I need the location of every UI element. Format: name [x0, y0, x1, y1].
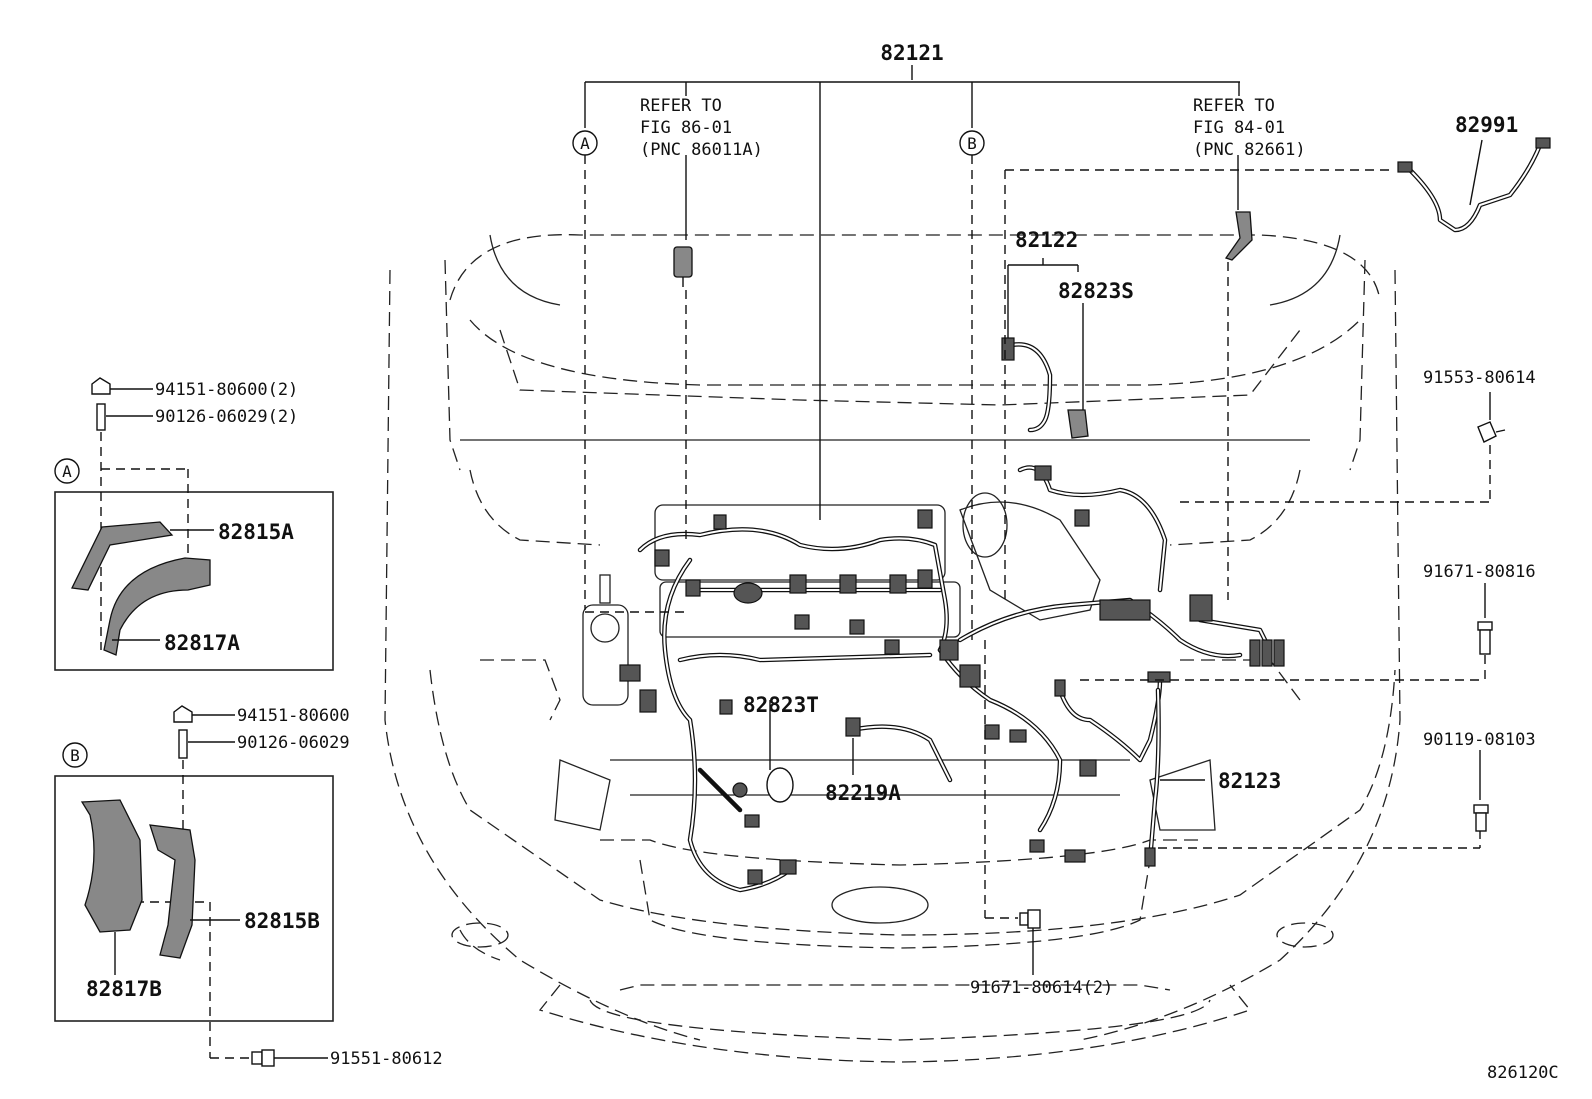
refer-84-line3: (PNC 82661) [1193, 140, 1306, 160]
bolt-90119-icon [1473, 804, 1489, 832]
label-90119: 90119-08103 [1423, 730, 1536, 750]
leader-lines [584, 65, 1491, 975]
label-82817A: 82817A [164, 631, 240, 655]
label-82122: 82122 [1015, 228, 1078, 252]
label-82817B: 82817B [86, 977, 162, 1001]
detail-box-A: A [54, 377, 334, 671]
label-82815B: 82815B [244, 909, 320, 933]
harness-82219A [845, 717, 953, 783]
svg-text:A: A [580, 134, 590, 153]
label-82219A: 82219A [825, 781, 901, 805]
main-wiring-harness [637, 465, 1273, 893]
detail-box-B: B [54, 705, 334, 1067]
sub-harness-82123 [1054, 671, 1171, 867]
sensor-82661 [1224, 211, 1253, 261]
label-nutA: 94151-80600(2) [155, 380, 298, 400]
label-91671-80816: 91671-80816 [1423, 562, 1536, 582]
label-82991: 82991 [1455, 113, 1518, 137]
label-studA: 90126-06029(2) [155, 407, 298, 427]
label-82123: 82123 [1218, 769, 1281, 793]
svg-text:B: B [967, 134, 977, 153]
label-82823S: 82823S [1058, 279, 1134, 303]
sensor-86011A [673, 246, 693, 287]
marker-A-main: A [572, 130, 598, 156]
label-nutB: 94151-80600 [237, 706, 350, 726]
label-82121: 82121 [880, 41, 943, 65]
label-82815A: 82815A [218, 520, 294, 544]
bolt-91671-80816-icon [1477, 621, 1493, 655]
cable-82991 [1397, 137, 1551, 233]
refer-86-line1: REFER TO [640, 96, 722, 116]
figure-code: 826120C [1487, 1063, 1559, 1083]
refer-86-line2: FIG 86-01 [640, 118, 732, 138]
vehicle-outline [384, 234, 1401, 1063]
refer-84-line1: REFER TO [1193, 96, 1275, 116]
label-studB: 90126-06029 [237, 733, 350, 753]
labels: 82121 REFER TO FIG 86-01 (PNC 86011A) RE… [86, 41, 1559, 1083]
label-91553: 91553-80614 [1423, 368, 1536, 388]
svg-text:A: A [62, 462, 72, 481]
bolt-91671-80614-icon [1019, 909, 1041, 929]
bolt-91553-icon [1477, 421, 1506, 443]
refer-84-line2: FIG 84-01 [1193, 118, 1285, 138]
label-82823T: 82823T [743, 693, 819, 717]
label-91671-80614: 91671-80614(2) [970, 978, 1113, 998]
label-91551: 91551-80612 [330, 1049, 443, 1069]
svg-text:B: B [70, 746, 80, 765]
harness-connectors [619, 465, 1285, 885]
marker-B-main: B [959, 130, 985, 156]
refer-86-line3: (PNC 86011A) [640, 140, 763, 160]
grommet-82823T [732, 767, 794, 803]
harness-82122 [1001, 337, 1089, 439]
